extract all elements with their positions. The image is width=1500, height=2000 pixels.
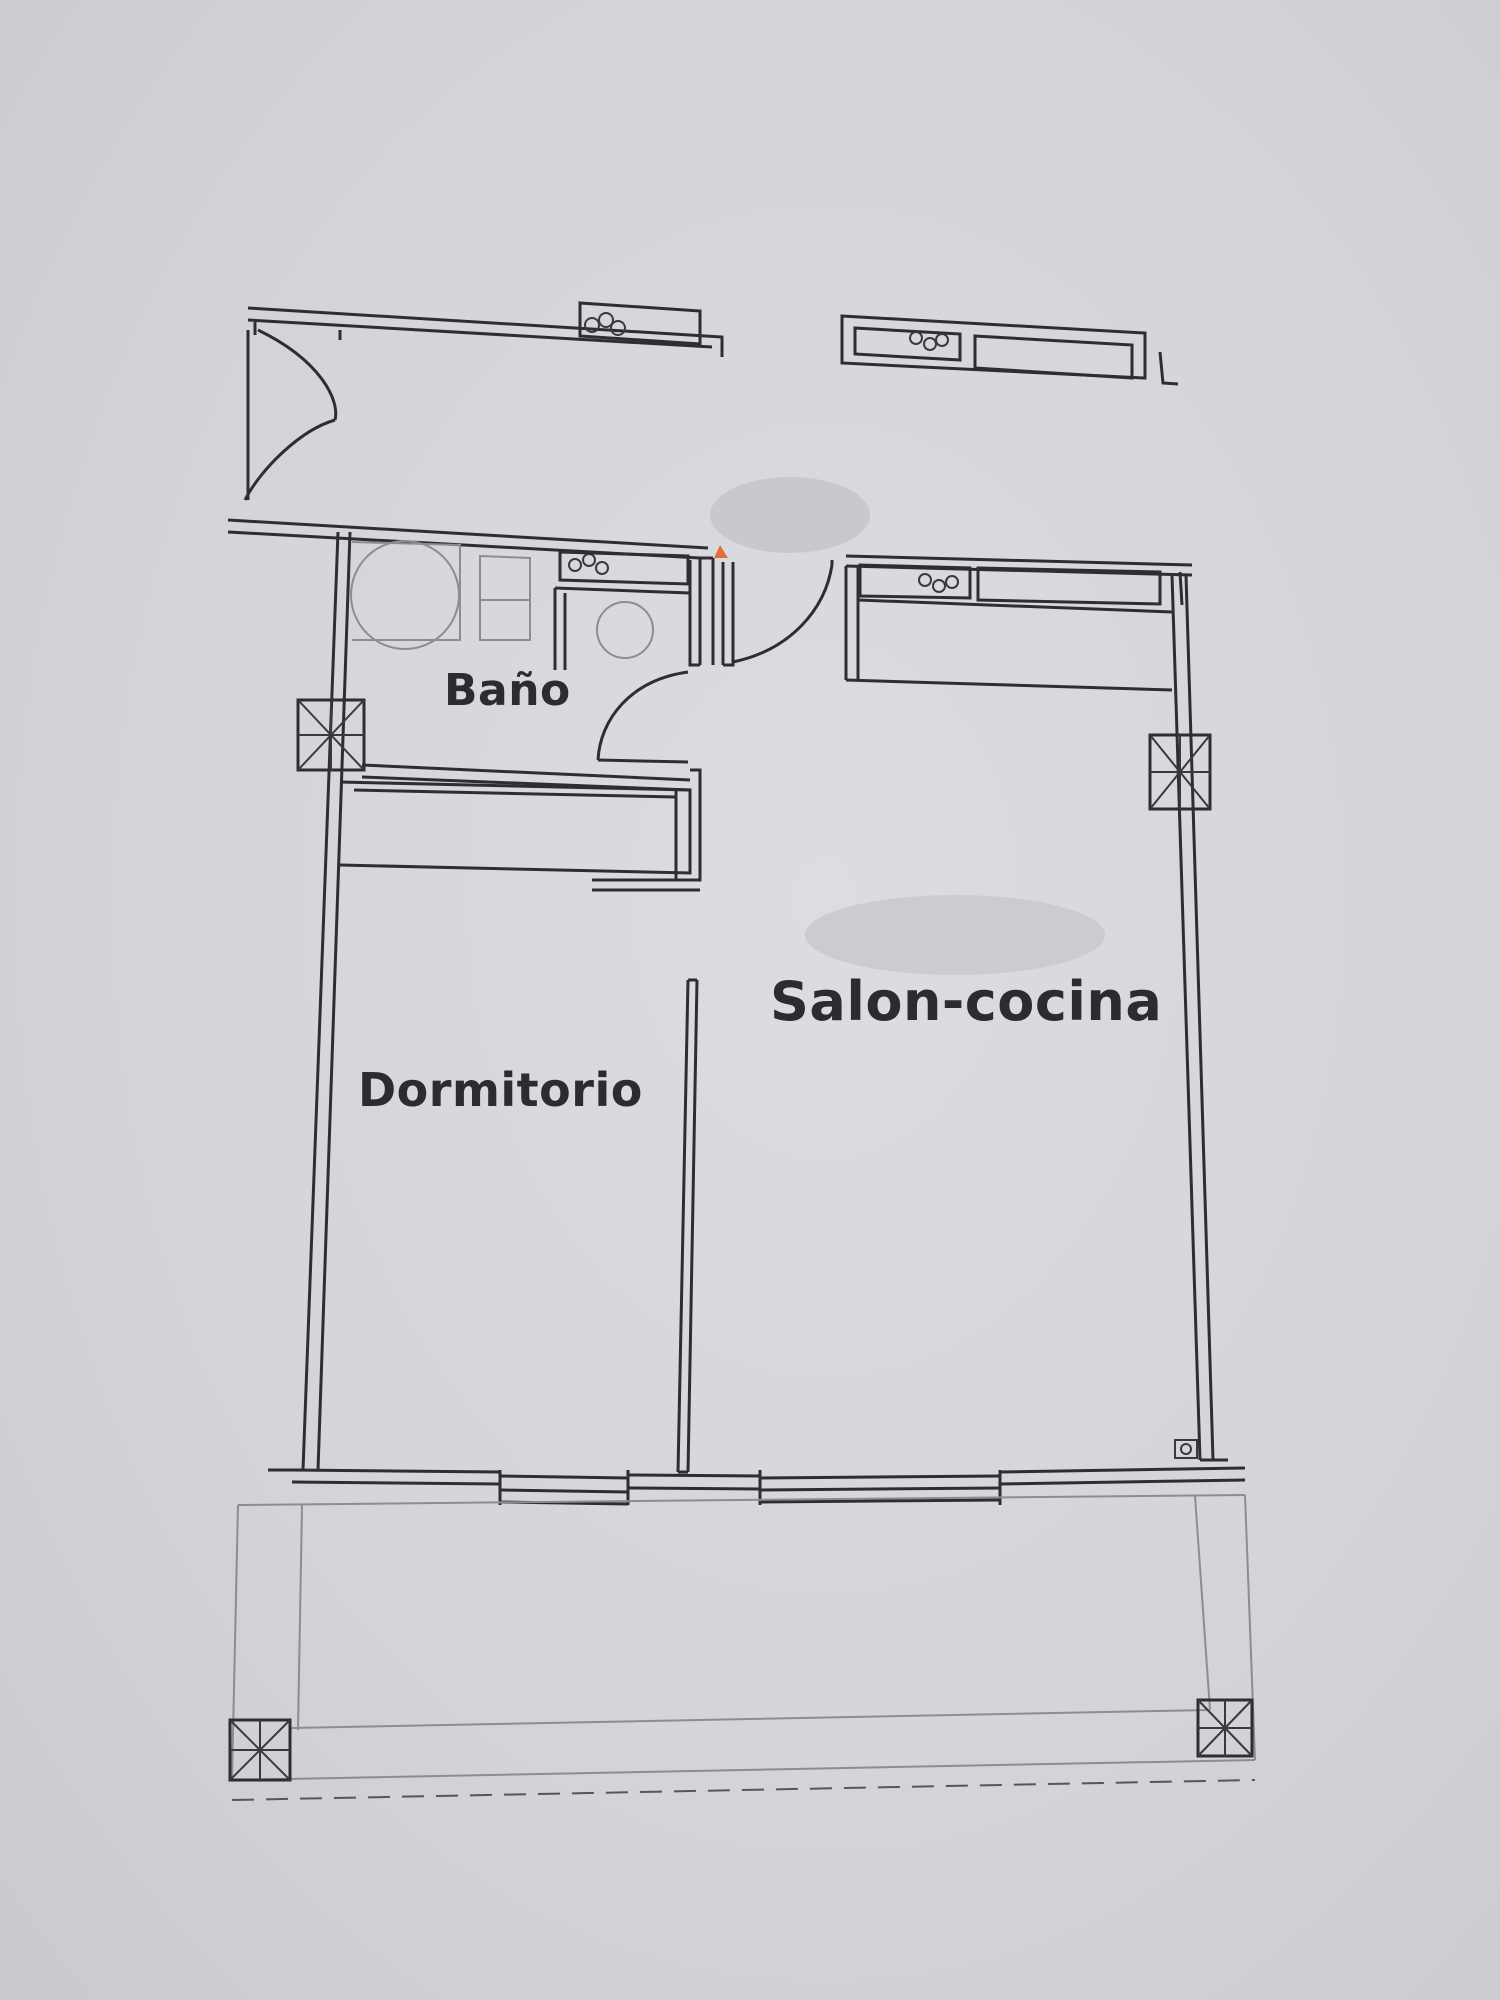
room-label-bedroom: Dormitorio: [358, 1063, 643, 1117]
entrance-double-door: [243, 328, 338, 501]
wardrobe: [339, 768, 702, 892]
room-label-living-kitchen: Salon-cocina: [770, 970, 1163, 1033]
fixture-symbols: [568, 312, 1198, 1459]
upper-corridor-walls: [247, 301, 1179, 386]
apartment-outer-walls: [227, 518, 1246, 1491]
terrace: [228, 1494, 1256, 1801]
bathroom-walls: [350, 540, 715, 792]
interior-partition: [676, 978, 699, 1474]
redaction-smudges: [710, 477, 1105, 975]
room-label-bathroom: Baño: [444, 665, 571, 716]
entry-door: [714, 545, 834, 667]
bottom-windows: [498, 1470, 1002, 1506]
structural-columns: [296, 698, 1212, 811]
kitchen-counter: [844, 563, 1184, 692]
